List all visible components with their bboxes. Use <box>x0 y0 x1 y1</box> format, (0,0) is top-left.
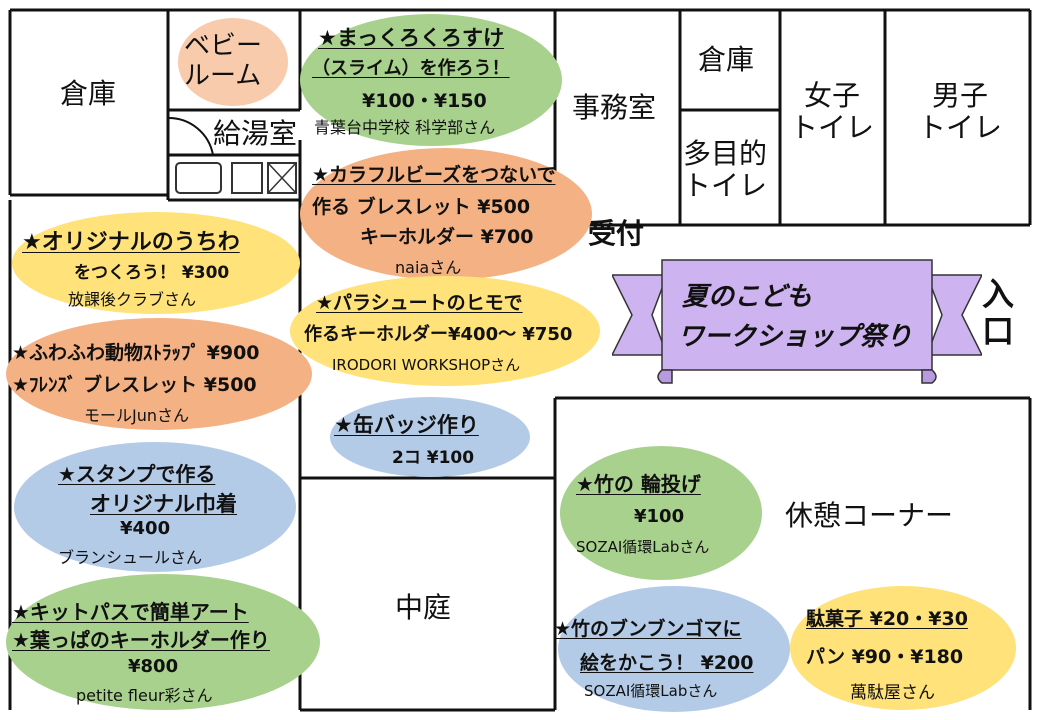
booth-slime-vendor: 青葉台中学校 科学部さん <box>314 118 496 137</box>
booth-dagashi-line2: パン ¥90・¥180 <box>806 646 964 668</box>
booth-beads: ★カラフルビーズをつないで 作る ブレスレット ¥500 キーホルダー ¥700… <box>300 148 592 280</box>
banner-title-line2: ワークショップ祭り <box>678 322 913 352</box>
booth-uchiwa: ★オリジナルのうちわ をつくろう！ ¥300 放課後クラブさん <box>12 212 300 314</box>
room-office: 事務室 <box>572 91 657 124</box>
booth-slime-price: ¥100・¥150 <box>362 90 487 112</box>
baby-room-label: ベビー ルーム <box>184 31 263 91</box>
dagashi-label: 駄菓子 ¥20・¥30 <box>806 608 968 630</box>
booth-uchiwa-line2: をつくろう！ ¥300 <box>74 263 230 283</box>
booth-parachute-title: ★パラシュートのヒモで <box>316 292 523 314</box>
booth-beads-line2: 作る ブレスレット ¥500 <box>312 196 531 218</box>
booth-bunbun-vendor: SOZAI循環Labさん <box>584 682 718 700</box>
booth-ring-toss-price: ¥100 <box>634 506 685 527</box>
booth-uchiwa-title: ★オリジナルのうちわ <box>22 230 240 255</box>
booth-bunbun: ★竹のブンブンゴマに 絵をかこう！ ¥200 SOZAI循環Labさん <box>554 586 790 712</box>
booth-ring-toss-title: ★竹の 輪投げ <box>576 472 701 496</box>
booth-parachute-vendor: IRODORI WORKSHOPさん <box>332 356 521 374</box>
booth-stamp: ★スタンプで作る オリジナル巾着 ¥400 ブランシュールさん <box>14 442 296 572</box>
room-entrance: 入 口 <box>982 275 1015 350</box>
booth-fuwafuwa-vendor: モールJunさん <box>84 406 190 425</box>
booth-slime-title: ★まっくろくろすけ <box>318 26 504 50</box>
banner-title-line1: 夏のこども <box>682 282 813 312</box>
room-mens-toilet: 男子 トイレ <box>918 79 1003 145</box>
booth-fuwafuwa-line2: ★ﾌﾚﾝｽﾞ ブレスレット ¥500 <box>12 374 257 396</box>
room-multipurpose-toilet: 多目的 トイレ <box>683 137 768 203</box>
booth-dagashi-vendor: 萬駄屋さん <box>850 683 935 703</box>
booth-beads-title: ★カラフルビーズをつないで <box>312 164 556 186</box>
booth-badge: ★缶バッジ作り 2コ ¥100 <box>330 397 530 477</box>
booth-badge-price: 2コ ¥100 <box>392 448 475 468</box>
booth-bunbun-title: ★竹のブンブンゴマに <box>554 618 742 640</box>
booth-stamp-title: ★スタンプで作る <box>58 462 216 486</box>
room-rest-corner: 休憩コーナー <box>785 499 954 532</box>
booth-parachute-line2: 作るキーホルダー¥400～ ¥750 <box>304 324 573 345</box>
room-womens-toilet: 女子 トイレ <box>790 79 875 145</box>
booth-ring-toss-vendor: SOZAI循環Labさん <box>576 538 710 556</box>
booth-slime-subtitle: （スライム）を作ろう！ <box>312 58 510 79</box>
booth-stamp-vendor: ブランシュールさん <box>58 548 203 567</box>
event-banner <box>612 259 982 384</box>
booth-kitpas-line2: ★葉っぱのキーホルダー作り <box>12 628 270 652</box>
booth-kitpas-title: ★キットパスで簡単アート <box>12 600 249 624</box>
booth-kitpas: ★キットパスで簡単アート ★葉っぱのキーホルダー作り ¥800 petite f… <box>6 574 320 710</box>
room-storage-right: 倉庫 <box>698 43 755 76</box>
room-kitchen: 給湯室 <box>213 117 298 150</box>
room-courtyard: 中庭 <box>395 591 452 624</box>
booth-badge-title: ★缶バッジ作り <box>334 413 479 437</box>
booth-beads-line3: キーホルダー ¥700 <box>360 226 534 248</box>
booth-uchiwa-vendor: 放課後クラブさん <box>68 290 197 309</box>
room-reception: 受付 <box>588 217 645 250</box>
booth-stamp-price: ¥400 <box>120 518 171 539</box>
booth-bunbun-line2: 絵をかこう！ ¥200 <box>580 652 754 674</box>
booth-kitpas-vendor: petite fleur彩さん <box>76 686 213 705</box>
baby-room-circle: ベビー ルーム <box>178 18 288 106</box>
booth-dagashi-line1: 駄菓子 ¥20・¥30 <box>806 604 968 631</box>
booth-slime: ★まっくろくろすけ （スライム）を作ろう！ ¥100・¥150 青葉台中学校 科… <box>300 14 562 146</box>
booth-parachute: ★パラシュートのヒモで 作るキーホルダー¥400～ ¥750 IRODORI W… <box>290 276 600 386</box>
booth-fuwafuwa: ★ふわふわ動物ｽﾄﾗｯﾌﾟ ¥900 ★ﾌﾚﾝｽﾞ ブレスレット ¥500 モー… <box>6 318 312 430</box>
booth-stamp-line2: オリジナル巾着 <box>90 492 237 516</box>
booth-ring-toss: ★竹の 輪投げ ¥100 SOZAI循環Labさん <box>560 446 762 580</box>
booth-dagashi: 駄菓子 ¥20・¥30 パン ¥90・¥180 萬駄屋さん <box>790 586 1016 710</box>
booth-kitpas-price: ¥800 <box>128 656 179 677</box>
room-storage-left: 倉庫 <box>60 77 117 110</box>
booth-fuwafuwa-title: ★ふわふわ動物ｽﾄﾗｯﾌﾟ ¥900 <box>12 342 260 364</box>
booth-beads-vendor: naiaさん <box>395 258 462 277</box>
